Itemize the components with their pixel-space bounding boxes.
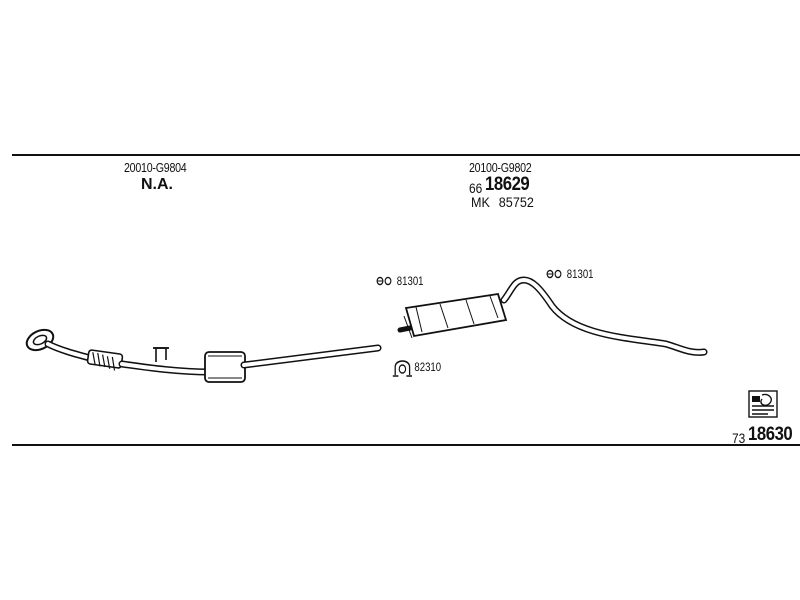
mk-label: MK (471, 194, 490, 210)
flex-section (86, 349, 124, 371)
mk-reference: MK 85752 (471, 194, 534, 210)
callout-clamp-right-number: 81301 (566, 267, 594, 281)
clamp-icon (376, 276, 392, 286)
right-part-code: 20100-G9802 (469, 160, 532, 175)
kit-box-icon (748, 390, 778, 418)
left-status: N.A. (141, 176, 173, 193)
top-rule (12, 154, 800, 156)
callout-bracket: 82310 (392, 355, 441, 379)
right-part-number: 66 18629 (469, 174, 535, 196)
kit-number-main: 18630 (747, 424, 793, 445)
bottom-rule (12, 444, 800, 446)
kit-number-prefix: 73 (732, 430, 746, 446)
front-flange (25, 328, 55, 352)
left-part-code: 20010-G9804 (124, 160, 187, 175)
kit-number: 73 18630 (732, 424, 798, 446)
tail-pipe (500, 276, 708, 356)
pipe-hanger (153, 347, 169, 362)
rear-silencer (397, 292, 508, 339)
callout-bracket-number: 82310 (414, 360, 442, 374)
right-part-number-main: 18629 (484, 174, 530, 195)
right-part-number-prefix: 66 (469, 180, 483, 196)
middle-silencer (204, 351, 246, 383)
callout-clamp-left: 81301 (376, 274, 424, 288)
callout-clamp-right: 81301 (546, 267, 594, 281)
rubber-hanger-icon (392, 360, 413, 377)
callout-clamp-left-number: 81301 (396, 274, 424, 288)
clamp-icon (546, 269, 562, 279)
mk-number: 85752 (498, 194, 534, 210)
